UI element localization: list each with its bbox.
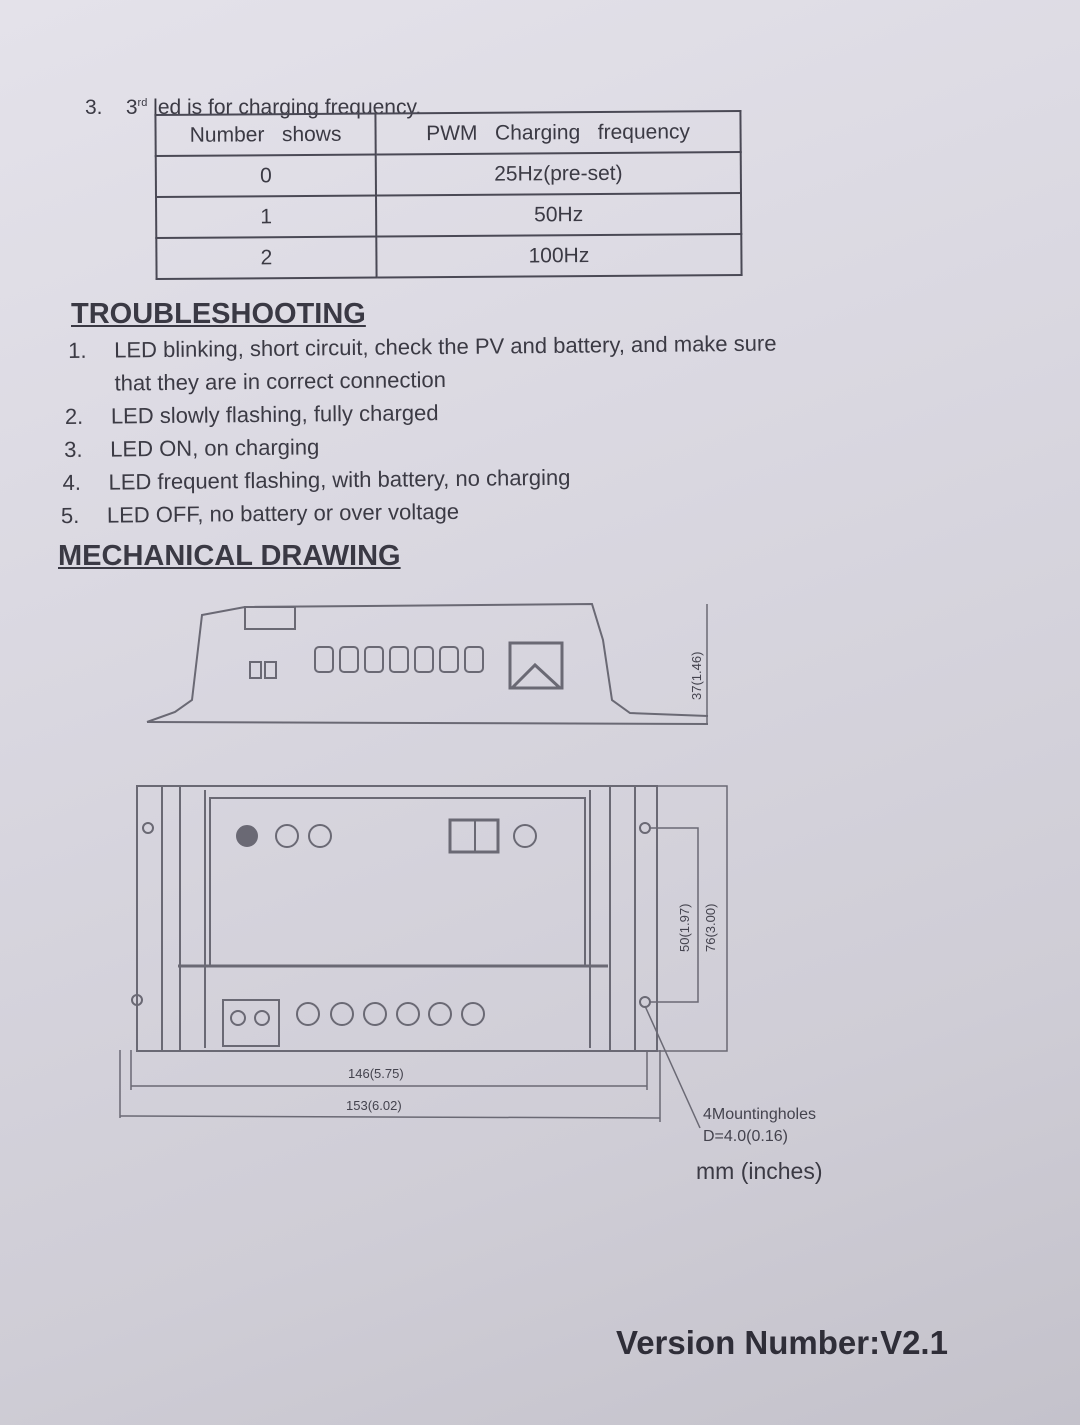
side-terminals	[249, 646, 484, 679]
step-3-heading: 3. 3rd led is for charging frequency.	[85, 96, 421, 120]
units-note: mm (inches)	[696, 1158, 823, 1184]
dimension-lines	[119, 785, 728, 1129]
ordinal: 3	[125, 96, 138, 119]
height-dimension: 37(1.46)	[689, 651, 704, 700]
step-text: led is for charging frequency.	[147, 96, 422, 119]
top-view	[131, 785, 658, 1052]
version-number: Version Number:V2.1	[616, 1324, 948, 1361]
mechanical-drawing-title: MECHANICAL DRAWING	[58, 540, 401, 572]
usb-port-icon	[508, 641, 564, 690]
step-number: 3.	[85, 96, 103, 119]
mounting-holes-note: 4Mountingholes	[703, 1106, 816, 1123]
mounting-holes-diameter: D=4.0(0.16)	[703, 1128, 788, 1145]
ordinal-suffix: rd	[137, 97, 148, 109]
outer-width-dimension: 153(6.02)	[346, 1098, 402, 1113]
led-indicator-icon	[236, 825, 258, 847]
troubleshooting-title: TROUBLESHOOTING	[71, 298, 366, 330]
depth-dimension: 76(3.00)	[703, 903, 718, 952]
hole-spacing-dimension: 50(1.97)	[677, 903, 692, 952]
side-view	[146, 602, 709, 725]
inner-width-dimension: 146(5.75)	[348, 1066, 404, 1081]
